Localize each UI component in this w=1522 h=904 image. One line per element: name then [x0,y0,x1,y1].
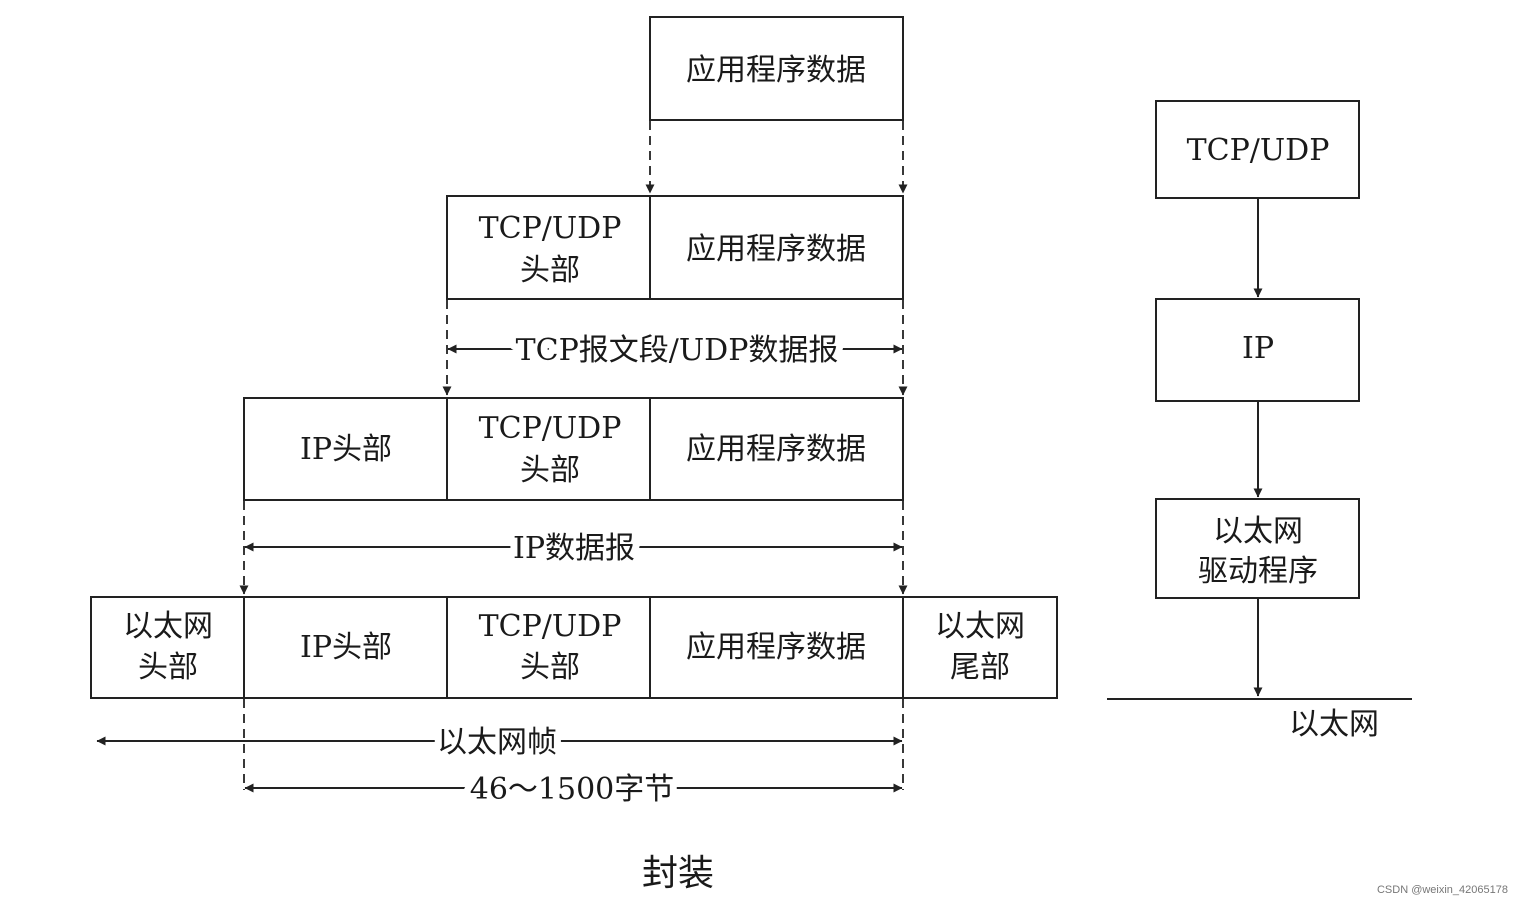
app-data-label: 应用程序数据 [686,432,866,467]
stack-layer-label: 驱动程序 [1198,554,1318,589]
span-ethernet-frame: 以太网帧 [96,718,903,767]
stack-layer-label: 以太网 [1213,514,1303,549]
span-frame-size: 46～1500字节 [244,765,903,814]
span-label-frame-size: 46～1500字节 [470,772,675,807]
eth-header-label: 头部 [138,650,198,685]
stack-layer-label: IP [1242,331,1274,366]
network-label: 以太网 [1289,707,1379,742]
span-ip-datagram: IP数据报 [244,524,903,573]
eth-trailer-label: 以太网 [935,609,1025,644]
tcp-header-label: TCP/UDP [479,411,622,446]
eth-trailer-label: 尾部 [950,650,1010,685]
ip-datagram-box [243,397,904,501]
protocol-stack: TCP/UDP IP 以太网 驱动程序 以太网 [1107,100,1412,742]
tcp-segment-box [446,195,904,300]
stack-layer-label: TCP/UDP [1187,133,1330,168]
tcp-header-label: 头部 [520,253,580,288]
ip-header-label: IP头部 [300,630,392,665]
app-data-box [649,16,904,121]
figure-caption: 封装 [642,853,714,894]
stack-layer-tcp-udp [1155,100,1360,199]
ethernet-frame-box [90,596,1058,699]
app-data-label: 应用程序数据 [686,232,866,267]
row-network: IP头部 TCP/UDP 头部 应用程序数据 [243,397,904,501]
span-tcp-segment: TCP报文段/UDP数据报 [447,326,903,375]
tcp-header-label: TCP/UDP [479,211,622,246]
ip-header-label: IP头部 [300,432,392,467]
app-data-label: 应用程序数据 [686,53,866,88]
app-data-label: 应用程序数据 [686,630,866,665]
span-label-ethernet-frame: 以太网帧 [437,725,557,760]
watermark-text: CSDN @weixin_42065178 [1377,884,1508,896]
row-link: 以太网 头部 IP头部 TCP/UDP 头部 应用程序数据 以太网 尾部 [90,596,1058,699]
span-label-ip-datagram: IP数据报 [513,531,635,566]
stack-layer-ip [1155,298,1360,402]
row-application: 应用程序数据 [649,16,904,121]
row-transport: TCP/UDP 头部 应用程序数据 [446,195,904,300]
eth-header-label: 以太网 [123,609,213,644]
tcp-header-label: 头部 [520,453,580,488]
span-label-tcp-segment: TCP报文段/UDP数据报 [516,333,839,368]
tcp-header-label: 头部 [520,650,580,685]
tcp-header-label: TCP/UDP [479,609,622,644]
stack-layer-ethernet-driver [1155,498,1360,599]
